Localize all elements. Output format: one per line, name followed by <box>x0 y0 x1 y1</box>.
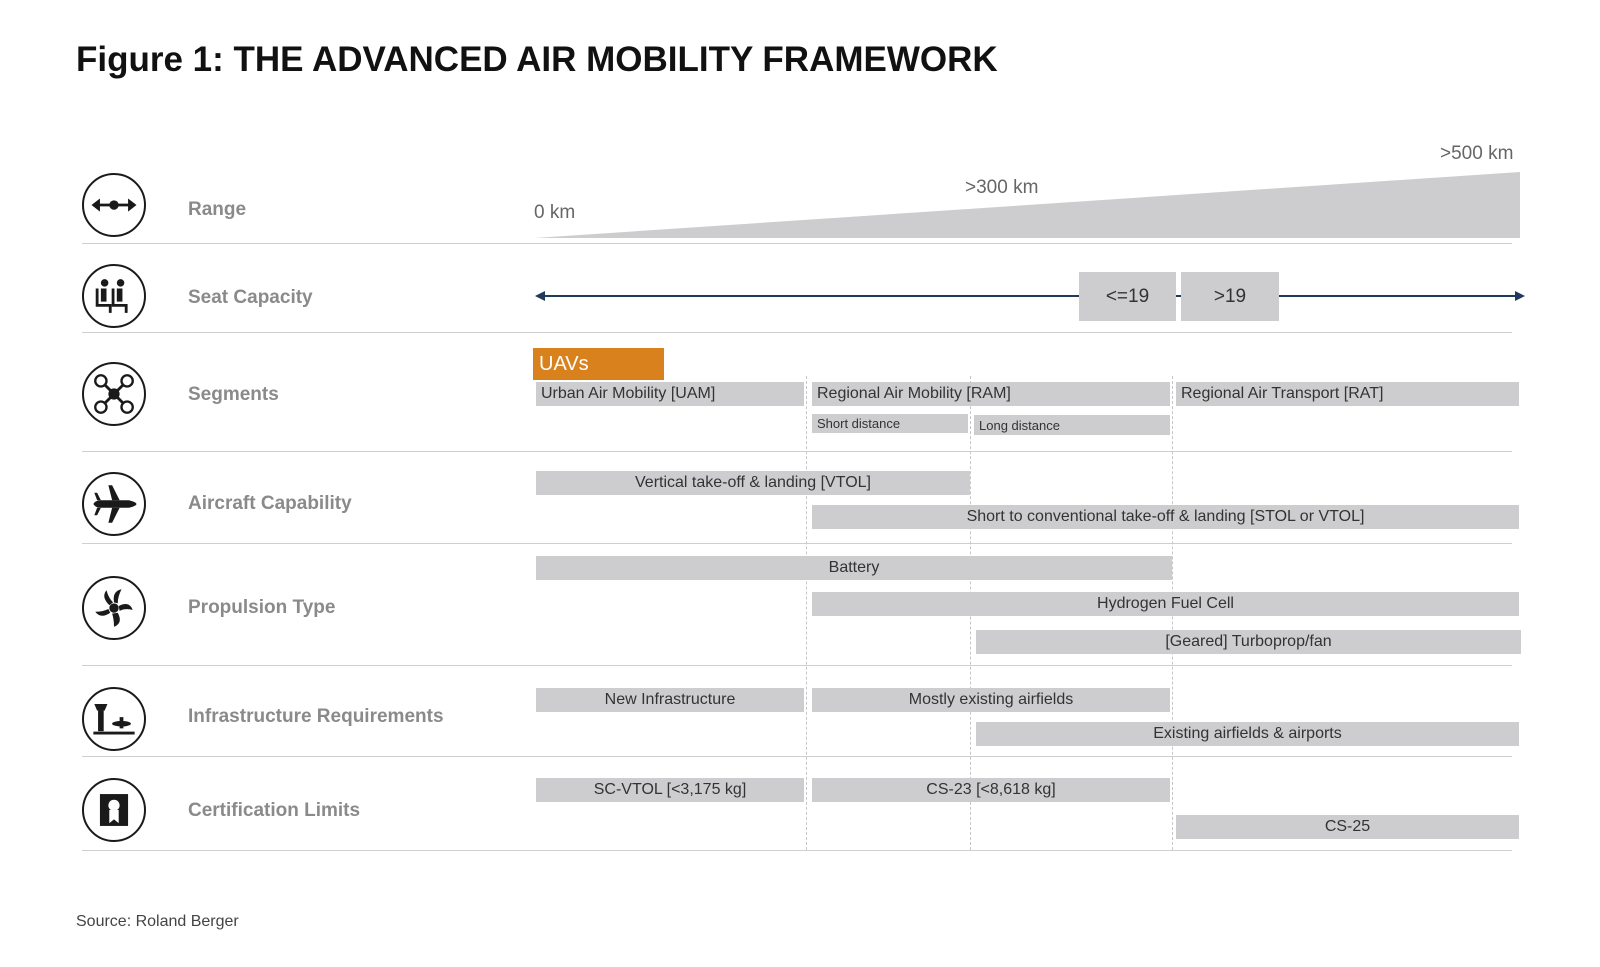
propulsion-battery: Battery <box>536 556 1172 580</box>
figure-title: Figure 1: THE ADVANCED AIR MOBILITY FRAM… <box>76 40 998 79</box>
airplane-icon <box>82 472 146 536</box>
row-label-range: Range <box>188 199 247 220</box>
row-separator <box>82 665 1512 666</box>
drone-icon <box>82 362 146 426</box>
row-separator <box>82 451 1512 452</box>
row-separator <box>82 850 1512 851</box>
capability-vtol: Vertical take-off & landing [VTOL] <box>536 471 970 495</box>
range-start-label: 0 km <box>534 202 576 223</box>
segment-uam: Urban Air Mobility [UAM] <box>536 382 804 406</box>
row-label-propulsion-type: Propulsion Type <box>188 597 336 618</box>
range-wedge <box>535 172 1520 238</box>
row-label-aircraft-capability: Aircraft Capability <box>188 493 352 514</box>
double-arrow-icon <box>82 173 146 237</box>
capability-stol: Short to conventional take-off & landing… <box>812 505 1519 529</box>
infra-existing: Existing airfields & airports <box>976 722 1519 746</box>
cert-cs25: CS-25 <box>1176 815 1519 839</box>
range-end-label: >500 km <box>1440 143 1514 164</box>
row-separator <box>82 243 1512 244</box>
propulsion-hydrogen: Hydrogen Fuel Cell <box>812 592 1519 616</box>
row-label-infrastructure: Infrastructure Requirements <box>188 706 444 727</box>
row-label-certification: Certification Limits <box>188 800 361 821</box>
cert-sc-vtol: SC-VTOL [<3,175 kg] <box>536 778 804 802</box>
range-mid-label: >300 km <box>965 177 1039 198</box>
cert-cs23: CS-23 [<8,618 kg] <box>812 778 1170 802</box>
row-separator <box>82 756 1512 757</box>
seat-capacity-arrow <box>535 291 1525 301</box>
fan-icon <box>82 576 146 640</box>
segment-rat: Regional Air Transport [RAT] <box>1176 382 1519 406</box>
row-label-segments: Segments <box>188 384 279 405</box>
propulsion-turbo: [Geared] Turboprop/fan <box>976 630 1521 654</box>
segment-ram: Regional Air Mobility [RAM] <box>812 382 1170 406</box>
infra-new: New Infrastructure <box>536 688 804 712</box>
row-separator <box>82 543 1512 544</box>
segment-divider-uam-ram <box>806 376 807 850</box>
seats-icon <box>82 264 146 328</box>
infra-mostly-existing: Mostly existing airfields <box>812 688 1170 712</box>
seat-capacity-high: >19 <box>1181 272 1279 321</box>
segment-ram-short: Short distance <box>812 414 968 433</box>
source-note: Source: Roland Berger <box>76 913 239 930</box>
certificate-icon <box>82 778 146 842</box>
segment-ram-long: Long distance <box>974 415 1170 435</box>
segment-uav: UAVs <box>533 348 664 380</box>
control-tower-icon <box>82 687 146 751</box>
seat-capacity-low: <=19 <box>1079 272 1176 321</box>
row-separator <box>82 332 1512 333</box>
row-label-seat-capacity: Seat Capacity <box>188 287 313 308</box>
